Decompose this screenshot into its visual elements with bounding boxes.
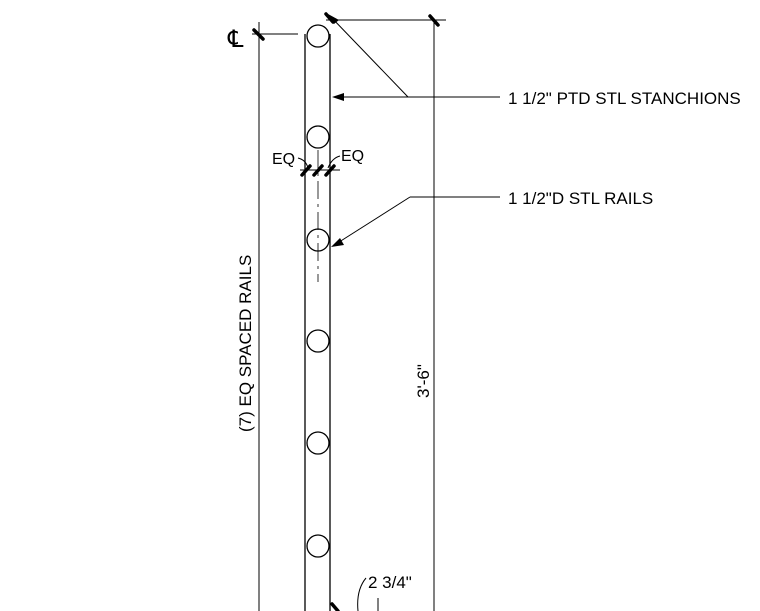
centerline-tick bbox=[252, 28, 265, 41]
top-left-tick bbox=[324, 12, 335, 24]
offset-tick bbox=[330, 602, 340, 611]
rail-circle bbox=[306, 24, 330, 48]
rail-circle bbox=[306, 125, 330, 149]
rail-arrow bbox=[331, 238, 344, 247]
rail-circle bbox=[306, 431, 330, 455]
stanchion-callout-label: 1 1/2" PTD STL STANCHIONS bbox=[508, 89, 741, 108]
rail-circle bbox=[306, 329, 330, 353]
eq-left-label: EQ bbox=[272, 151, 295, 168]
stanchion-leader-upper bbox=[329, 15, 409, 98]
offset-leader bbox=[357, 577, 367, 611]
centerline-symbol: ℄ bbox=[227, 26, 244, 53]
eq-left-leader bbox=[297, 157, 309, 169]
eq-right-label: EQ bbox=[341, 148, 364, 165]
eq-tick-left bbox=[300, 164, 312, 177]
eq-right-leader bbox=[327, 155, 341, 169]
stanchion-arrow-upper bbox=[328, 14, 339, 24]
top-right-tick bbox=[428, 14, 440, 27]
eq-tick-right bbox=[324, 164, 336, 177]
stanchion-arrow-lower bbox=[332, 93, 344, 101]
rails bbox=[306, 24, 330, 558]
spacing-note-label: (7) EQ SPACED RAILS bbox=[236, 255, 255, 432]
rail-circle bbox=[306, 534, 330, 558]
offset-dimension-label: 2 3/4" bbox=[368, 573, 412, 592]
rail-callout-label: 1 1/2"D STL RAILS bbox=[508, 189, 653, 208]
rail-leader-diagonal bbox=[335, 196, 411, 245]
height-dimension-label: 3'-6" bbox=[414, 364, 433, 398]
eq-tick-middle bbox=[312, 164, 324, 177]
linework bbox=[252, 12, 500, 611]
annotations: ℄ 1 1/2" PTD STL STANCHIONS 1 1/2"D STL … bbox=[227, 26, 741, 592]
